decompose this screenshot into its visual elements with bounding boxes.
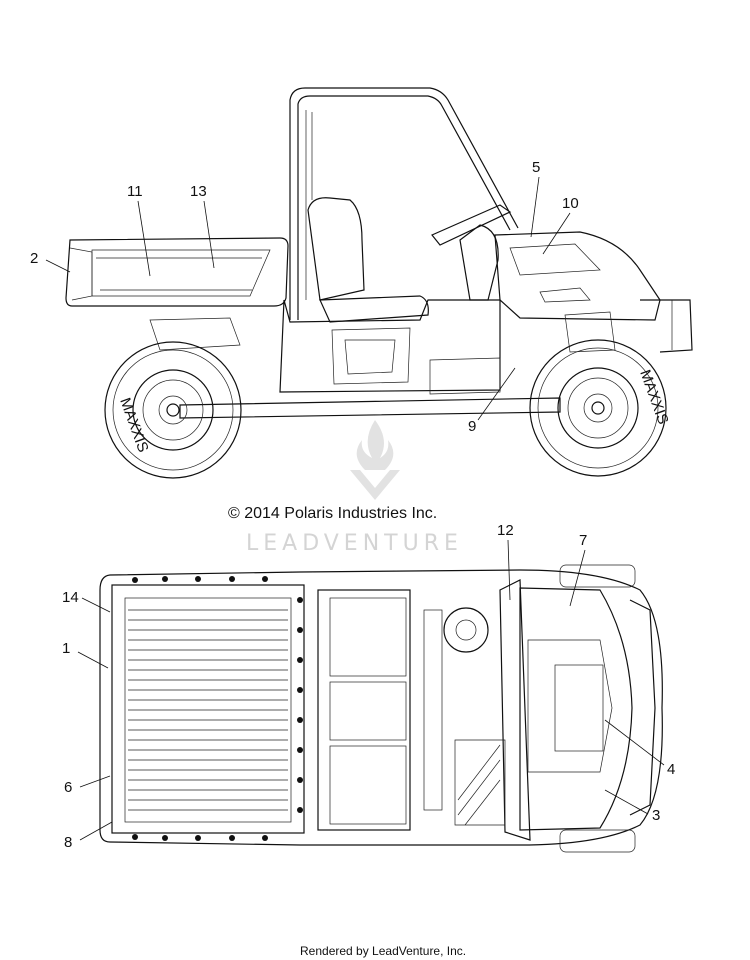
front-wheel <box>529 339 667 477</box>
hood-top <box>519 587 633 831</box>
front-suspension <box>564 311 616 353</box>
hood-decal-panel <box>527 639 613 773</box>
dash-top <box>499 579 531 841</box>
callout-13: 13 <box>190 183 207 200</box>
cab-floor <box>317 589 411 831</box>
steering-wheel-top <box>443 607 489 653</box>
v-logo <box>350 470 400 500</box>
steering-wheel <box>431 204 512 246</box>
callout-14: 14 <box>62 589 79 606</box>
copyright-text: © 2014 Polaris Industries Inc. <box>228 505 437 522</box>
callout-6: 6 <box>64 779 72 796</box>
rear-tire-text: MAXXIS <box>116 396 151 455</box>
callout-3: 3 <box>652 807 660 824</box>
callout-11: 11 <box>127 183 143 200</box>
rops-frame <box>289 87 519 320</box>
dash-panel <box>459 224 499 301</box>
rops-frame-inner <box>297 95 511 320</box>
center-console <box>423 609 443 811</box>
front-bumper-top <box>629 599 656 816</box>
side-view-vehicle: MAXXIS MAXXIS <box>65 87 693 479</box>
top-silhouette <box>99 569 663 846</box>
callout-9: 9 <box>468 418 476 435</box>
callout-12: 12 <box>497 522 514 539</box>
callout-10: 10 <box>562 195 579 212</box>
hood <box>494 231 661 321</box>
rocker-panel <box>179 397 561 419</box>
watermark-text: LEADVENTURE <box>246 531 463 556</box>
cargo-box <box>65 237 289 307</box>
hood-center-decal <box>554 664 604 752</box>
door-decal-recess <box>331 327 411 385</box>
seat-middle <box>329 681 407 741</box>
seat-back <box>307 197 365 301</box>
callout-5: 5 <box>532 159 540 176</box>
cargo-bed-ribs <box>128 609 288 811</box>
footer-text: Rendered by LeadVenture, Inc. <box>300 944 466 958</box>
front-tire-top-right <box>559 829 636 853</box>
front-tire-top-left <box>559 564 636 588</box>
callout-2: 2 <box>30 250 38 267</box>
top-view-vehicle <box>99 564 663 853</box>
seat-right <box>329 745 407 825</box>
rear-suspension <box>149 317 241 351</box>
rear-wheel <box>104 341 242 479</box>
front-bumper <box>640 299 693 353</box>
callout-1: 1 <box>62 640 70 657</box>
callout-7: 7 <box>579 532 587 549</box>
seat-base <box>319 295 429 323</box>
leadventure-watermark: LEADVENTURE <box>246 420 463 556</box>
front-tire-text: MAXXIS <box>636 368 671 427</box>
cargo-bed-floor <box>124 597 292 823</box>
tie-down-points <box>132 576 303 841</box>
callout-4: 4 <box>667 761 675 778</box>
side-view-callouts: 2 11 13 5 10 9 <box>30 159 579 435</box>
seat-left <box>329 597 407 677</box>
door-panel <box>279 299 501 393</box>
cargo-bed <box>111 584 305 834</box>
top-view-callouts: 14 1 6 8 12 7 4 3 <box>62 522 675 851</box>
callout-8: 8 <box>64 834 72 851</box>
cargo-box-decal-panel <box>91 249 271 297</box>
flame-logo <box>356 420 394 470</box>
